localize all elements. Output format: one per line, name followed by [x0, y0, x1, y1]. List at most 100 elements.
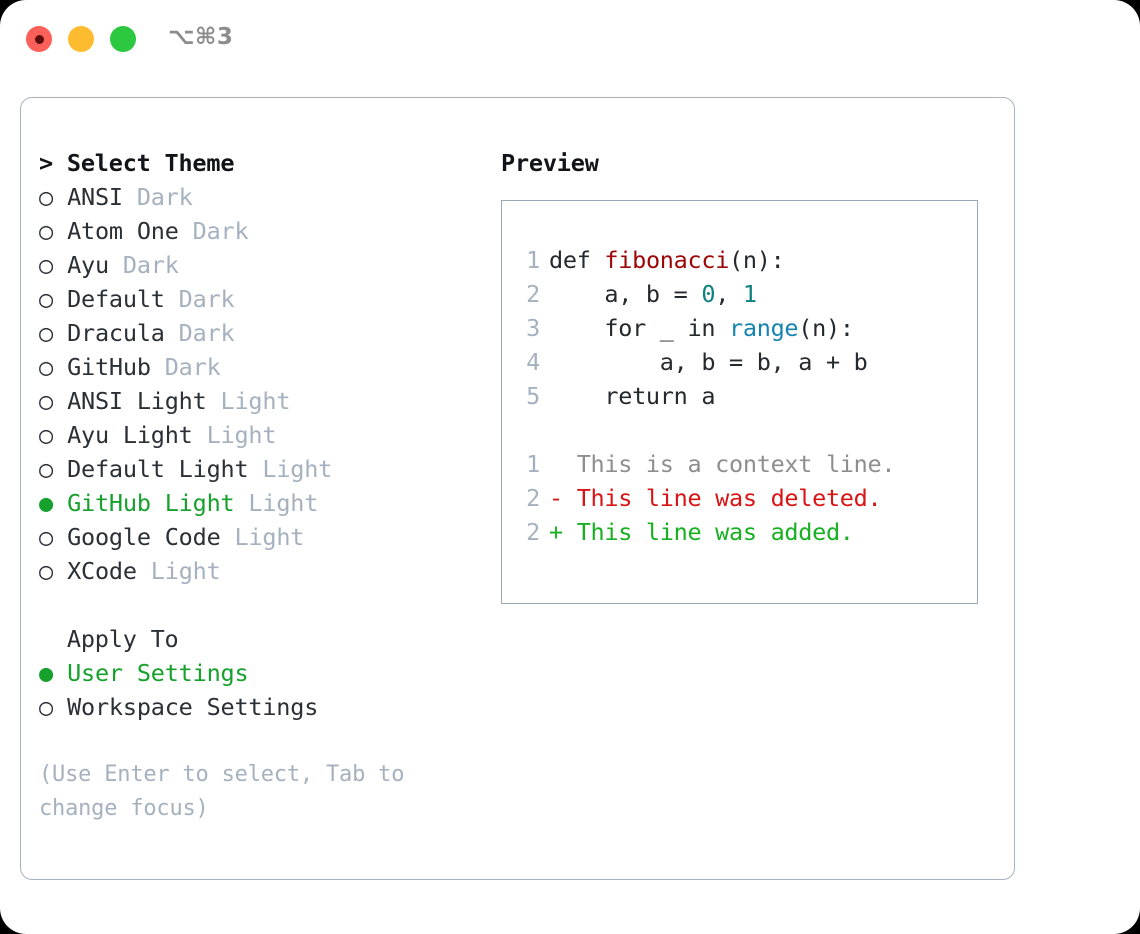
theme-variant-badge: Light [234, 489, 319, 517]
theme-option-label: Ayu [53, 251, 109, 279]
select-theme-header: > Select Theme [39, 149, 235, 177]
theme-option-google-code[interactable]: ○ Google Code Light [39, 520, 499, 554]
preview-title: Preview [501, 149, 599, 177]
code-token-num: 0 [701, 280, 716, 308]
keyboard-hint-text: (Use Enter to select, Tab to change focu… [39, 762, 405, 821]
theme-option-atom-one[interactable]: ○ Atom One Dark [39, 214, 499, 248]
apply-to-option-list: ● User Settings○ Workspace Settings [39, 656, 499, 724]
radio-unselected-icon: ○ [39, 387, 53, 415]
theme-option-github[interactable]: ○ GitHub Dark [39, 350, 499, 384]
code-line-text: return a [540, 379, 715, 413]
radio-unselected-icon: ○ [39, 455, 53, 483]
radio-unselected-icon: ○ [39, 557, 53, 585]
diff-line-text: - This line was deleted. [549, 484, 882, 512]
theme-variant-badge: Light [136, 557, 221, 585]
diff-line-number: 1 [526, 450, 540, 478]
apply-to-option-label: User Settings [53, 659, 249, 687]
traffic-light-buttons [26, 26, 136, 52]
theme-variant-badge: Dark [164, 319, 235, 347]
code-token-plain: for _ in [549, 314, 730, 342]
code-line-text: a, b = b, a + b [540, 345, 868, 379]
theme-variant-badge: Dark [108, 251, 179, 279]
theme-option-ayu-light[interactable]: ○ Ayu Light Light [39, 418, 499, 452]
theme-option-label: Atom One [53, 217, 179, 245]
code-token-plain: a, b = [549, 280, 702, 308]
radio-unselected-icon: ○ [39, 183, 53, 211]
radio-unselected-icon: ○ [39, 251, 53, 279]
theme-option-default-light[interactable]: ○ Default Light Light [39, 452, 499, 486]
radio-unselected-icon: ○ [39, 353, 53, 381]
theme-option-ansi-light[interactable]: ○ ANSI Light Light [39, 384, 499, 418]
theme-option-label: Default [53, 285, 165, 313]
diff-line-del: 2 - This line was deleted. [502, 481, 977, 515]
radio-unselected-icon: ○ [39, 217, 53, 245]
code-token-plain: (n): [798, 314, 854, 342]
apply-to-option-user-settings[interactable]: ● User Settings [39, 656, 499, 690]
radio-unselected-icon: ○ [39, 319, 53, 347]
theme-variant-badge: Dark [122, 183, 193, 211]
theme-variant-badge: Light [220, 523, 305, 551]
theme-variant-badge: Dark [150, 353, 221, 381]
theme-option-label: Google Code [53, 523, 221, 551]
theme-option-label: Ayu Light [53, 421, 193, 449]
apply-to-header: Apply To [39, 625, 179, 653]
code-line-number: 4 [526, 348, 540, 376]
code-spacer [502, 413, 977, 447]
theme-option-label: ANSI Light [53, 387, 207, 415]
theme-option-github-light[interactable]: ● GitHub Light Light [39, 486, 499, 520]
diff-sample-block: 1 This is a context line. 2 - This line wa… [502, 447, 977, 549]
theme-option-label: ANSI [53, 183, 123, 211]
theme-option-ayu[interactable]: ○ Ayu Dark [39, 248, 499, 282]
theme-variant-badge: Light [248, 455, 333, 483]
code-line-number: 2 [526, 280, 540, 308]
apply-to-option-label: Workspace Settings [53, 693, 319, 721]
theme-option-xcode[interactable]: ○ XCode Light [39, 554, 499, 588]
code-token-plain: (n): [729, 246, 785, 274]
theme-variant-badge: Light [192, 421, 277, 449]
keyboard-shortcut-label: ⌥⌘3 [168, 24, 234, 50]
code-line: 2 a, b = 0, 1 [502, 277, 977, 311]
code-token-call: range [729, 314, 799, 342]
code-line-number: 1 [526, 246, 540, 274]
diff-line-ctx: 1 This is a context line. [502, 447, 977, 481]
close-button-icon[interactable] [26, 26, 52, 52]
radio-selected-icon: ● [39, 489, 53, 517]
title-bar: ⌥⌘3 [0, 0, 1140, 78]
theme-option-default[interactable]: ○ Default Dark [39, 282, 499, 316]
code-line: 3 for _ in range(n): [502, 311, 977, 345]
radio-unselected-icon: ○ [39, 421, 53, 449]
diff-line-text: + This line was added. [549, 518, 854, 546]
theme-option-list: ○ ANSI Dark○ Atom One Dark○ Ayu Dark○ De… [39, 180, 499, 588]
radio-unselected-icon: ○ [39, 693, 53, 721]
theme-option-label: Dracula [53, 319, 165, 347]
code-line: 4 a, b = b, a + b [502, 345, 977, 379]
radio-selected-icon: ● [39, 659, 53, 687]
theme-variant-badge: Dark [164, 285, 235, 313]
theme-option-dracula[interactable]: ○ Dracula Dark [39, 316, 499, 350]
theme-option-label: GitHub [53, 353, 151, 381]
code-token-plain: a, b = b, a + b [549, 348, 868, 376]
code-token-plain: def [549, 246, 605, 274]
theme-selection-column: > Select Theme ○ ANSI Dark○ Atom One Dar… [21, 98, 499, 879]
code-line-text: for _ in range(n): [540, 311, 854, 345]
main-panel: > Select Theme ○ ANSI Dark○ Atom One Dar… [20, 97, 1015, 880]
diff-line-number: 2 [526, 484, 540, 512]
code-token-plain: , [715, 280, 743, 308]
code-token-plain: return a [549, 382, 716, 410]
radio-unselected-icon: ○ [39, 285, 53, 313]
theme-option-label: Default Light [53, 455, 249, 483]
code-line-number: 5 [526, 382, 540, 410]
minimize-button-icon[interactable] [68, 26, 94, 52]
diff-line-number: 2 [526, 518, 540, 546]
theme-option-ansi[interactable]: ○ ANSI Dark [39, 180, 499, 214]
apply-to-option-workspace-settings[interactable]: ○ Workspace Settings [39, 690, 499, 724]
diff-line-add: 2 + This line was added. [502, 515, 977, 549]
code-line-text: def fibonacci(n): [540, 243, 785, 277]
radio-unselected-icon: ○ [39, 523, 53, 551]
maximize-button-icon[interactable] [110, 26, 136, 52]
